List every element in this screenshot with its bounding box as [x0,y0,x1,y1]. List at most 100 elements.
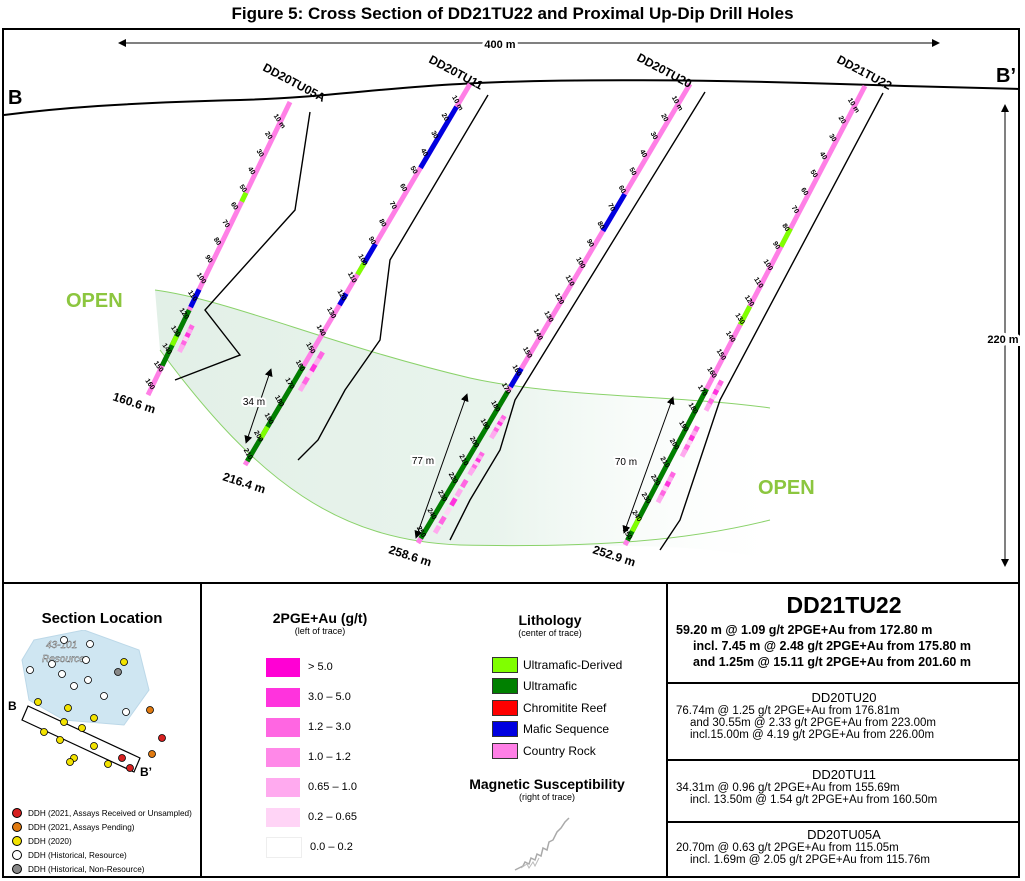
map-dot [146,706,154,714]
depth-label: 130 [325,306,337,320]
depth-label: 50 [808,169,818,179]
depth-label: 50 [408,165,418,175]
depth-label: 200 [468,436,480,450]
magnetic-legend-title: Magnetic Susceptibility [469,776,625,792]
legend-label: DDH (2021, Assays Received or Unsampled) [28,808,192,818]
width-scale-label: 400 m [484,39,515,51]
ultramafic-derived-segment [737,305,753,326]
result-line: incl. 1.69m @ 2.05 g/t 2PGE+Au from 115.… [690,854,930,866]
result-title-dd21tu22: DD21TU22 [786,592,902,618]
lithology-legend-item: Country Rock [492,740,642,762]
depth-label: 100 [574,256,586,270]
grade-label: 3.0 – 5.0 [308,691,351,703]
grade-swatch [266,717,300,737]
lithology-legend-item: Ultramafic [492,676,642,698]
legend-dot-icon [12,850,22,860]
ultramafic-derived-segment [355,261,367,276]
section-location-panel: Section Location 43-101 Resource B B’ DD… [4,586,200,876]
grade-swatch [266,687,300,707]
grade-legend-title: 2PGE+Au (g/t) [272,610,368,626]
map-dot [60,636,68,644]
lithology-legend-title: Lithology [518,612,582,628]
result-panel-dd20tu05a: DD20TU05A 20.70m @ 0.63 g/t 2PGE+Au from… [668,821,1020,877]
map-dot [66,758,74,766]
depth-label: 60 [398,183,408,193]
map-dot [86,640,94,648]
mafic-segment [188,288,202,309]
map-dot [104,760,112,768]
map-dot [48,660,56,668]
grade-bar [297,382,307,392]
location-legend-item: DDH (2021, Assays Pending) [12,820,192,834]
map-dot [34,698,42,706]
grade-bar [301,376,310,386]
depth-label: 120 [336,289,348,303]
depth-label: 60 [617,185,627,195]
ultramafic-segment [245,364,306,463]
depth-label: 40 [419,148,429,158]
map-dot [90,742,98,750]
depth-label: 180 [489,400,501,414]
grade-label: 0.65 – 1.0 [308,781,357,793]
map-dot [118,754,126,762]
map-dot [120,658,128,666]
depth-label: 170 [283,377,295,391]
depth-label: 80 [780,223,790,233]
map-dot [84,676,92,684]
depth-label: 160 [511,364,523,378]
section-label-b: B [8,87,22,109]
hole-name-label: DD20TU20 [635,50,695,91]
mafic-segment [418,105,459,170]
ground-surface [3,79,1021,116]
depth-label: 140 [532,328,544,342]
depth-label: 40 [818,151,828,161]
map-dot [114,668,122,676]
grade-label: 0.0 – 0.2 [310,841,353,853]
grade-legend-item: 0.2 – 0.65 [266,802,396,832]
legend-dot-icon [12,808,22,818]
result-panel-dd21tu22: DD21TU22 59.20 m @ 1.09 g/t 2PGE+Au from… [668,584,1020,682]
interval-label: 34 m [243,397,265,408]
result-line: and 30.55m @ 2.33 g/t 2PGE+Au from 223.0… [690,717,936,729]
section-box [21,705,141,773]
depth-label: 170 [500,382,512,396]
depth-label: 20 [440,112,450,122]
depth-label: 60 [799,187,809,197]
map-dot [70,682,78,690]
grade-bar [305,369,314,380]
grade-bar [312,357,322,367]
grade-bar [467,466,476,477]
grade-swatch [266,657,300,677]
lithology-swatch [492,656,518,673]
mafic-segment [600,192,627,233]
magnetic-legend-panel: Magnetic Susceptibility (right of trace) [455,776,639,876]
location-legend-item: DDH (2021, Assays Received or Unsampled) [12,806,192,820]
depth-label: 70 [606,202,616,212]
depth-label: 70 [220,219,230,229]
map-dot [56,736,64,744]
depth-label: 30 [649,131,659,141]
grade-legend-item: 1.2 – 3.0 [266,712,396,742]
location-legend-item: DDH (Historical, Non-Resource) [12,862,192,876]
location-map: 43-101 Resource B B’ [8,630,166,779]
depth-label: 60 [229,201,239,211]
section-location-title: Section Location [41,610,163,627]
grade-bar [308,363,318,373]
hole-name-label: DD20TU11 [427,52,486,92]
grade-label: > 5.0 [308,661,333,673]
grade-legend-item: 3.0 – 5.0 [266,682,396,712]
map-dot [40,728,48,736]
depth-label: 40 [246,166,256,176]
depth-label: 120 [553,292,565,306]
legend-label: DDH (2020) [28,836,72,846]
grade-swatch [266,836,302,858]
magnetic-sample-trace [514,817,570,871]
depth-label: 150 [304,342,316,356]
depth-label: 150 [521,346,533,360]
result-title-dd20tu11: DD20TU11 [811,767,877,782]
depth-label: 20 [659,113,669,123]
depth-label: 130 [542,310,554,324]
depth-label: 110 [564,274,576,287]
